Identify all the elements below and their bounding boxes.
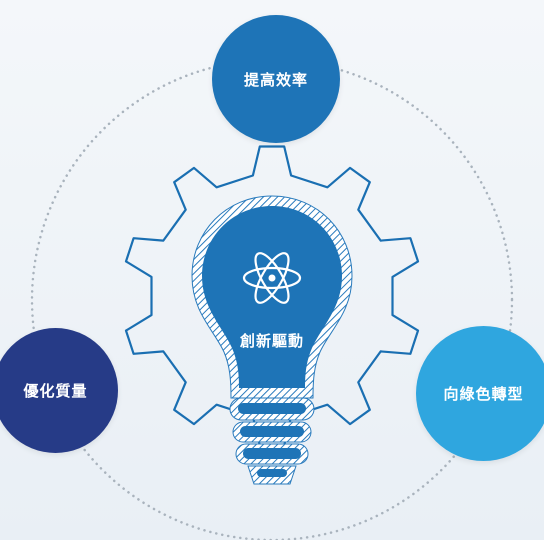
bulb-base-stripe-3	[243, 448, 301, 459]
bulb-body	[202, 206, 342, 388]
bulb-base-stripe-1	[238, 403, 306, 414]
node-improve-efficiency: 提高效率	[212, 15, 340, 143]
node-green-transition: 向綠色轉型	[416, 326, 544, 461]
node-label-improve-efficiency: 提高效率	[243, 70, 308, 89]
bulb-base-stripe-2	[240, 426, 304, 437]
node-label-optimize-quality: 優化質量	[23, 382, 88, 400]
node-label-green-transition: 向綠色轉型	[443, 385, 524, 403]
bulb-base-stripe-4	[257, 469, 287, 477]
center-label: 創新驅動	[239, 332, 304, 350]
node-optimize-quality: 優化質量	[0, 328, 118, 453]
dotted-ring	[30, 58, 514, 540]
atom-icon	[242, 252, 302, 304]
